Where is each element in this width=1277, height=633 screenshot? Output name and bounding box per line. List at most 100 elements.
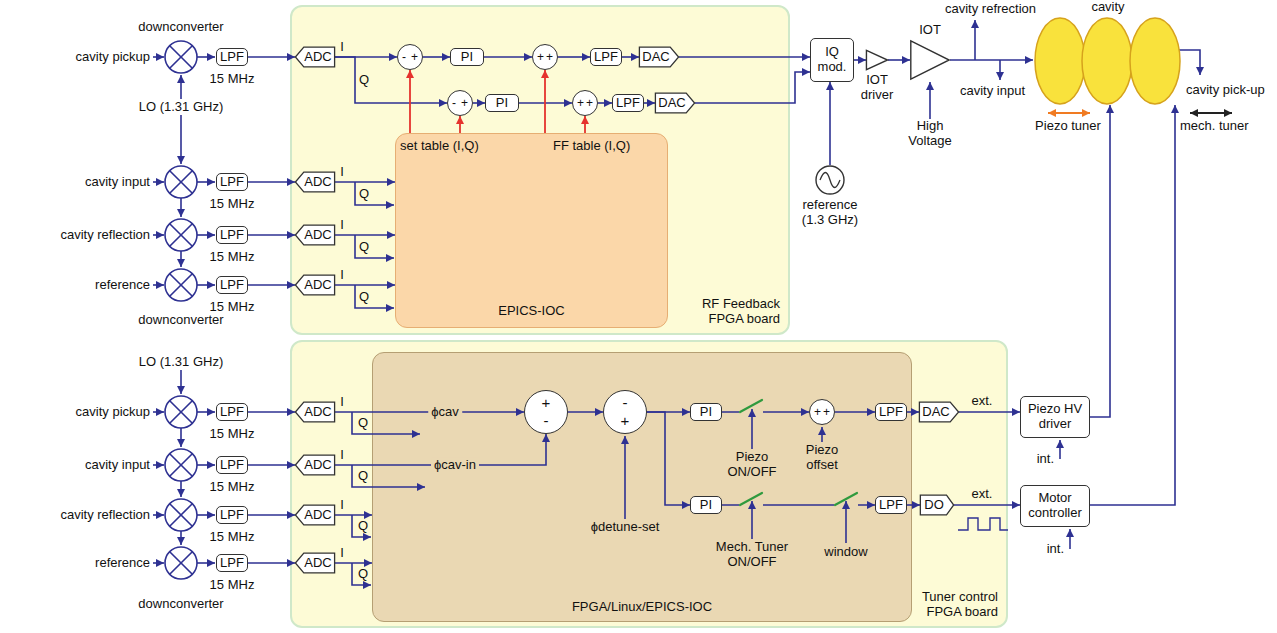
sine-wave: [820, 173, 840, 188]
annotation-label: FF table (I,Q): [553, 139, 630, 154]
rf-output-wire: [999, 60, 1001, 80]
signal-connector: [598, 102, 612, 104]
annotation-label: reference: [95, 556, 150, 571]
annotation-label: I: [340, 40, 344, 55]
annotation-label: cavity pick-up: [1186, 83, 1265, 98]
node-text: LPF: [879, 498, 903, 513]
epics-ioc-block: EPICS-IOC: [395, 133, 668, 328]
signal-connector: [473, 102, 485, 104]
adc-block: ADC: [295, 553, 335, 573]
phase-comparator: -+: [603, 390, 647, 434]
annotation-label: downconverter: [138, 20, 223, 35]
node-text: PI: [700, 405, 712, 420]
wire: [197, 284, 215, 286]
signal-connector: [722, 411, 809, 413]
node-text: +: [546, 51, 553, 63]
annotation-label: 15 MHz: [210, 250, 255, 265]
annotation-label: Q: [358, 567, 368, 582]
node-text: +: [525, 395, 567, 410]
wire: [197, 56, 215, 58]
amplifier-symbol: IOT driver: [866, 50, 888, 70]
amplifier-outline: [911, 41, 949, 79]
annotation-label: I: [340, 546, 344, 561]
lo-wire: [180, 75, 182, 99]
annotation-label: reference: [95, 278, 150, 293]
signal-connector: [484, 56, 532, 58]
processing-block: FPGA/Linux/EPICS-IOC+--+PIPI++LPFLPF: [372, 352, 912, 622]
control-arrow: [624, 436, 626, 519]
annotation-label: I: [340, 268, 344, 283]
wire: [170, 46, 193, 69]
setpoint-connector: [544, 70, 546, 133]
control-arrow: [845, 501, 847, 543]
signal-connector: [248, 464, 295, 466]
tuner-motion-arrow: [1190, 112, 1232, 114]
mixer-symbol: [153, 41, 215, 579]
node-text: DAC: [658, 96, 685, 111]
signal-label: ϕcav-in: [431, 457, 479, 473]
adc-block: ADC: [295, 225, 335, 245]
node-text: -: [604, 395, 646, 410]
node-text: -: [402, 51, 406, 63]
node-text: IOT: [910, 23, 950, 38]
cavity-cell: [1130, 18, 1180, 104]
node-text: PI: [700, 498, 712, 513]
signal-connector: [829, 82, 831, 165]
block-outline: [295, 553, 334, 573]
signal-label: ϕcav: [428, 404, 462, 420]
block-outline: [295, 225, 334, 245]
annotation-label: Piezo tuner: [1035, 119, 1101, 134]
function-box: PI: [450, 48, 484, 66]
adc-block: ADC: [295, 275, 335, 295]
function-box: LPF: [216, 276, 248, 294]
annotation-label: 15 MHz: [210, 427, 255, 442]
annotation-label: cavity input: [85, 175, 150, 190]
annotation-label: window: [824, 545, 867, 560]
rf-output-wire: [1069, 529, 1071, 549]
node-text: cavity: [1078, 0, 1138, 15]
block-outline: [920, 495, 953, 515]
node-text: ADC: [304, 405, 331, 420]
fpga-board-panel: Tuner control FPGA boardFPGA/Linux/EPICS…: [290, 340, 1008, 628]
annotation-label: 15 MHz: [210, 530, 255, 545]
function-box: LPF: [875, 403, 907, 421]
node-text: DAC: [922, 405, 949, 420]
block-outline: [295, 172, 334, 192]
setpoint-connector: [459, 116, 461, 133]
node-text: +: [537, 51, 544, 63]
annotation-label: Q: [359, 290, 369, 305]
function-box: IQ mod.: [810, 38, 854, 82]
oscillator-symbol: reference (1.3 GHz): [815, 165, 845, 195]
lo-wire: [180, 481, 182, 497]
adc-block: ADC: [295, 402, 335, 422]
annotation-label: I: [340, 448, 344, 463]
shape: [165, 219, 197, 251]
node-text: LPF: [220, 556, 244, 571]
annotation-label: 15 MHz: [210, 480, 255, 495]
annotation-label: Q: [359, 240, 369, 255]
amplifier-outline: [910, 40, 950, 80]
block-outline: [295, 275, 334, 295]
signal-connector: [335, 562, 372, 564]
signal-connector: [335, 181, 395, 183]
function-box: PI: [690, 496, 722, 514]
control-arrow: [751, 501, 753, 539]
node-text: LPF: [879, 405, 903, 420]
annotation-label: High Voltage: [904, 119, 956, 149]
cavity-cell: [1035, 18, 1085, 104]
cavity-cells: [1033, 17, 1183, 105]
annotation-label: I: [340, 395, 344, 410]
node-text: Tuner control FPGA board: [913, 590, 998, 620]
signal-connector: [854, 59, 866, 61]
annotation-label: Q: [358, 469, 368, 484]
shape: [165, 269, 197, 301]
function-box: Piezo HV driver: [1020, 396, 1090, 438]
node-text: ADC: [304, 508, 331, 523]
control-arrow: [821, 427, 823, 442]
function-box: PI: [485, 94, 519, 112]
signal-connector: [248, 284, 295, 286]
annotation-label: Q: [359, 187, 369, 202]
amplifier-outline: [866, 50, 888, 70]
dac-block: DAC: [655, 93, 695, 113]
